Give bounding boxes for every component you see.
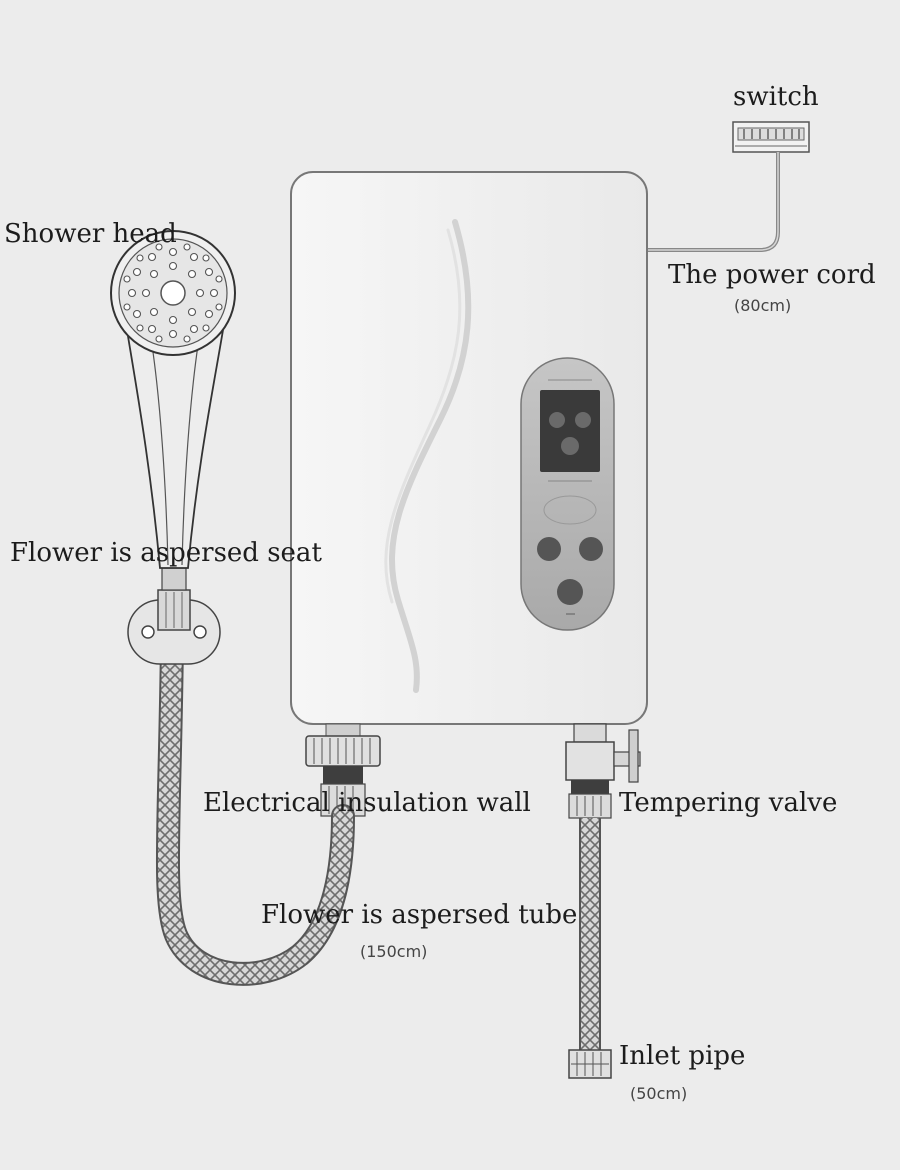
inlet-pipe-icon [568, 818, 612, 1079]
seat-label: Flower is aspersed seat [10, 538, 322, 568]
valve-icon [565, 723, 641, 819]
power-cord-label: The power cord [668, 260, 876, 290]
shower-head-icon [110, 230, 236, 569]
tube-label: Flower is aspersed tube [261, 900, 578, 930]
shower-head-label: Shower head [4, 219, 177, 249]
power-cord [645, 152, 780, 252]
insulation-wall-label: Electrical insulation wall [203, 788, 531, 818]
switch-icon [732, 121, 810, 153]
switch-label: switch [733, 82, 819, 112]
tempering-valve-label: Tempering valve [619, 788, 838, 818]
control-panel-icon [520, 357, 615, 631]
shower-seat [127, 567, 221, 665]
power-cord-length: (80cm) [734, 296, 792, 315]
inlet-pipe-label: Inlet pipe [619, 1041, 746, 1071]
tube-length: (150cm) [360, 942, 428, 961]
outlet-fitting [305, 723, 381, 817]
inlet-pipe-length: (50cm) [630, 1084, 688, 1103]
